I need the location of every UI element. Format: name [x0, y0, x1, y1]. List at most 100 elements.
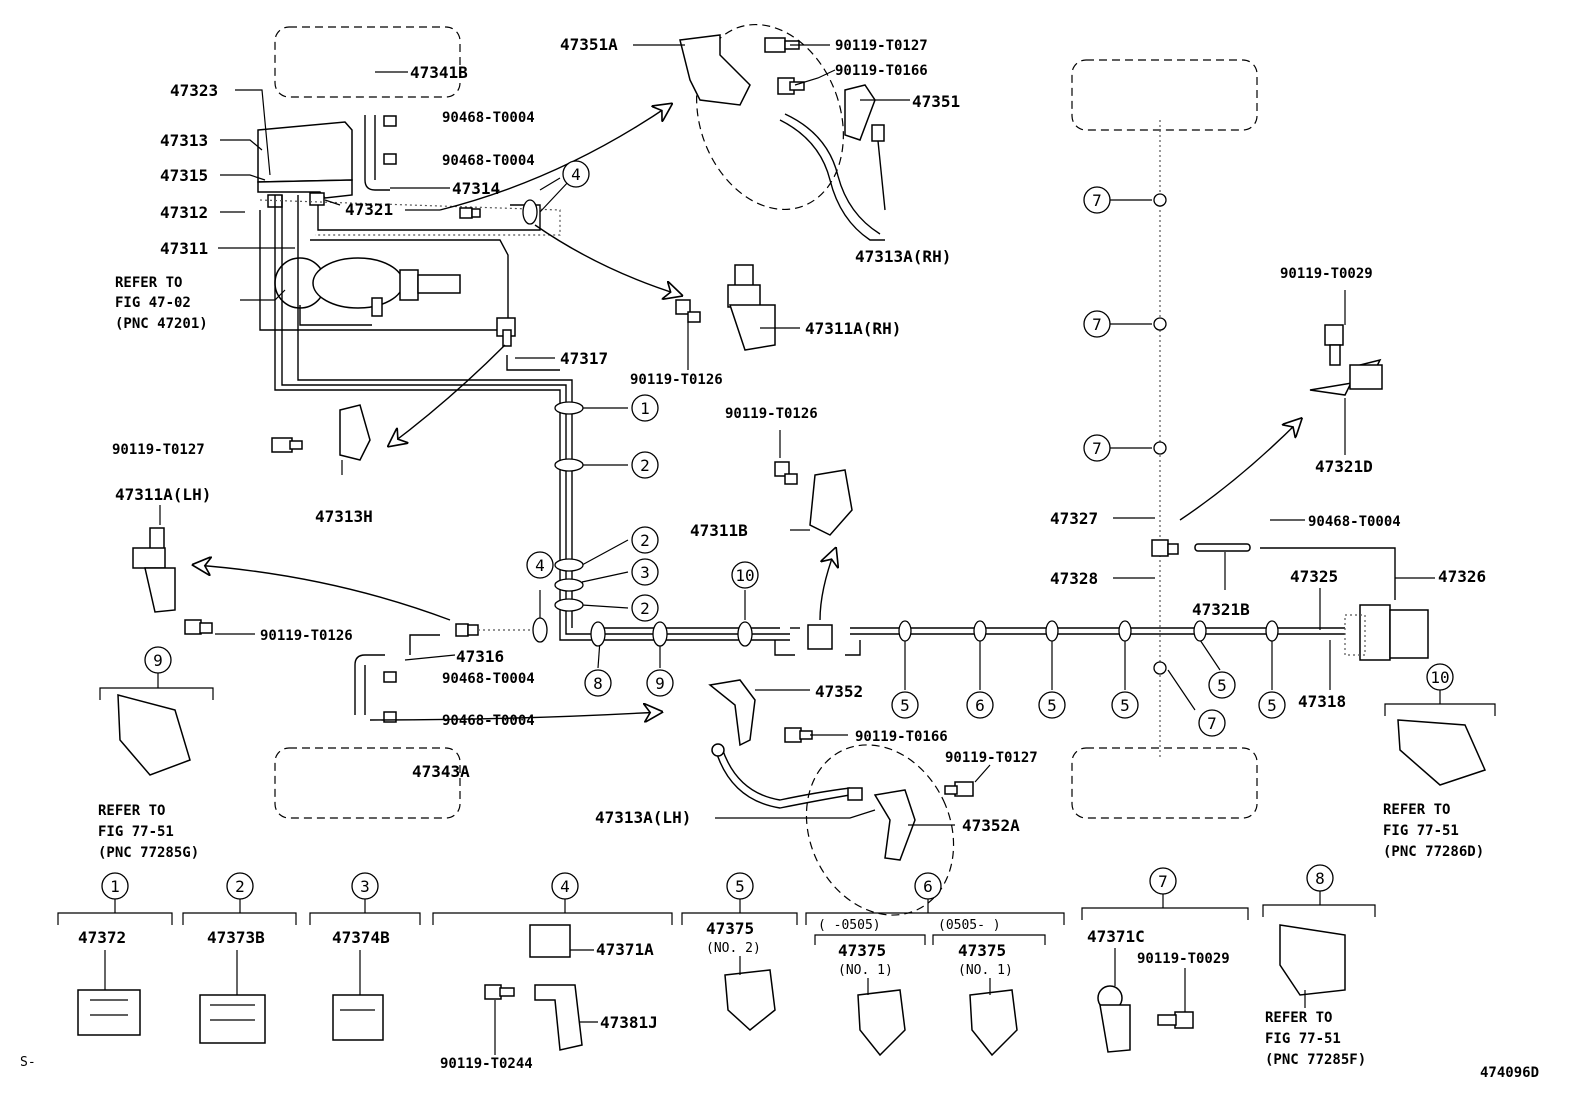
callout-circle-2: 2 — [631, 526, 659, 554]
svg-text:90119-T0029: 90119-T0029 — [1137, 951, 1230, 967]
clip-47374B — [332, 994, 384, 1041]
callout-circle-5: 5 — [1038, 691, 1066, 719]
svg-text:47375: 47375 — [838, 941, 886, 960]
part-47311: 47311 — [160, 239, 208, 258]
footer-prefix: S- — [20, 1055, 36, 1070]
part-47313A-LH: 47313A(LH) — [595, 808, 691, 827]
svg-text:REFER TO: REFER TO — [98, 803, 165, 819]
svg-text:3: 3 — [360, 877, 370, 896]
svg-text:9: 9 — [153, 651, 163, 670]
master-cylinder-assembly — [257, 121, 461, 326]
svg-text:8: 8 — [1315, 869, 1325, 888]
callout-circle-5: 5 — [891, 691, 919, 719]
callout-circle-9: 9 — [646, 669, 674, 697]
part-90119-T0126: 90119-T0126 — [260, 628, 353, 644]
part-47316: 47316 — [456, 647, 504, 666]
clip-ref-9 — [117, 694, 191, 776]
svg-text:1: 1 — [640, 399, 650, 418]
clip-47373B — [199, 994, 266, 1044]
part-47343A: 47343A — [412, 762, 470, 781]
callout-circle-3: 3 — [631, 558, 659, 586]
detail-ellipse-lh — [805, 744, 955, 916]
svg-text:FIG 77-51: FIG 77-51 — [98, 824, 174, 840]
part-47311A-RH: 47311A(RH) — [805, 319, 901, 338]
svg-text:(NO. 1): (NO. 1) — [838, 963, 893, 978]
svg-text:3: 3 — [640, 563, 650, 582]
part-90119-T0127: 90119-T0127 — [112, 442, 205, 458]
svg-text:47373B: 47373B — [207, 928, 265, 947]
legend-group-5: 5 47375 (NO. 2) — [681, 872, 798, 975]
detail-ellipse-rh — [696, 23, 844, 211]
clip-47371A — [529, 924, 571, 958]
bolt-90119-T0244 — [484, 984, 515, 1000]
part-90468-T0004: 90468-T0004 — [442, 153, 535, 169]
part-47313: 47313 — [160, 131, 208, 150]
part-90468-T0004: 90468-T0004 — [442, 713, 535, 729]
svg-text:REFER TO: REFER TO — [1265, 1010, 1332, 1026]
svg-text:7: 7 — [1092, 315, 1102, 334]
svg-text:47375: 47375 — [706, 919, 754, 938]
part-47311B: 47311B — [690, 521, 748, 540]
svg-text:47372: 47372 — [78, 928, 126, 947]
callout-circle-8: 8 — [584, 669, 612, 697]
svg-text:5: 5 — [1120, 696, 1130, 715]
svg-text:6: 6 — [975, 696, 985, 715]
svg-text:47371C: 47371C — [1087, 927, 1145, 946]
svg-text:(PNC 77285F): (PNC 77285F) — [1265, 1052, 1366, 1068]
clip-ref-8 — [1279, 924, 1346, 996]
svg-text:FIG 77-51: FIG 77-51 — [1265, 1031, 1341, 1047]
svg-text:7: 7 — [1158, 872, 1168, 891]
part-47315: 47315 — [160, 166, 208, 185]
refer-fig-77-51-77286D: REFER TO FIG 77-51 (PNC 77286D) — [1383, 802, 1484, 860]
svg-text:(0505- ): (0505- ) — [938, 918, 1001, 933]
part-90119-T0126: 90119-T0126 — [630, 372, 723, 388]
part-47311A-LH: 47311A(LH) — [115, 485, 211, 504]
ref-box-bottom-right — [1071, 747, 1258, 819]
svg-text:FIG 47-02: FIG 47-02 — [115, 295, 191, 311]
part-47317: 47317 — [560, 349, 608, 368]
svg-text:(PNC 77286D): (PNC 77286D) — [1383, 844, 1484, 860]
svg-text:2: 2 — [235, 877, 245, 896]
callout-circle-1: 1 — [631, 394, 659, 422]
svg-text:4: 4 — [535, 556, 545, 575]
part-47321B: 47321B — [1192, 600, 1250, 619]
callout-circle-2: 2 — [631, 594, 659, 622]
part-47313A-RH: 47313A(RH) — [855, 247, 951, 266]
callout-circle-2: 2 — [631, 451, 659, 479]
part-47352: 47352 — [815, 682, 863, 701]
ref-box-bottom-left — [274, 747, 461, 819]
callout-circle-6: 6 — [966, 691, 994, 719]
callout-circle-7: 7 — [1083, 434, 1111, 462]
svg-text:4: 4 — [571, 165, 581, 184]
part-90468-T0004: 90468-T0004 — [442, 110, 535, 126]
bracket-point — [1153, 317, 1167, 331]
svg-text:5: 5 — [900, 696, 910, 715]
svg-text:2: 2 — [640, 599, 650, 618]
svg-text:5: 5 — [735, 877, 745, 896]
callout-circle-4-top: 4 — [562, 160, 590, 188]
part-47326: 47326 — [1438, 567, 1486, 586]
clip-47372 — [77, 989, 141, 1036]
part-90119-T0166: 90119-T0166 — [835, 63, 928, 79]
clip-ref-10 — [1397, 719, 1487, 786]
svg-text:1: 1 — [110, 877, 120, 896]
legend-group-2: 2 47373B — [182, 872, 297, 995]
part-47318: 47318 — [1298, 692, 1346, 711]
clip-47375-no2 — [724, 969, 776, 1031]
callout-circle-7: 7 — [1198, 709, 1226, 737]
svg-text:7: 7 — [1207, 714, 1217, 733]
part-47328: 47328 — [1050, 569, 1098, 588]
part-47325: 47325 — [1290, 567, 1338, 586]
legend-group-3: 3 47374B — [309, 872, 421, 995]
callout-circle-7: 7 — [1083, 310, 1111, 338]
svg-text:FIG 77-51: FIG 77-51 — [1383, 823, 1459, 839]
part-47313H: 47313H — [315, 507, 373, 526]
callout-circle-9-ref: 9 — [144, 646, 172, 674]
callout-circle-7: 7 — [1083, 186, 1111, 214]
svg-text:10: 10 — [735, 566, 754, 585]
svg-text:REFER TO: REFER TO — [1383, 802, 1450, 818]
svg-text:47375: 47375 — [958, 941, 1006, 960]
part-47327: 47327 — [1050, 509, 1098, 528]
callout-circle-4: 4 — [526, 551, 554, 579]
